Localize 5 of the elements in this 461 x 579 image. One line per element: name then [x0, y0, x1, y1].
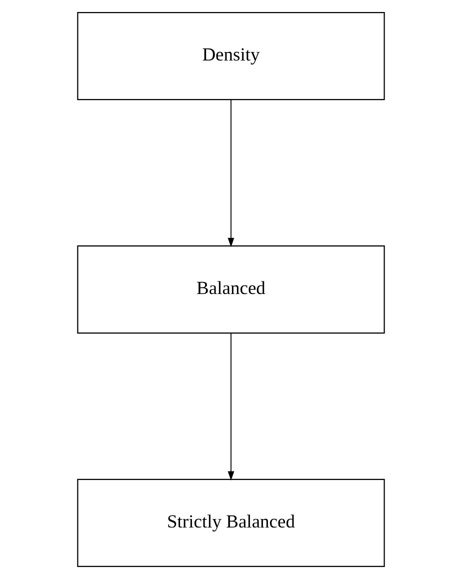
- node-box: Density: [76, 12, 384, 100]
- arrow: [227, 99, 234, 248]
- arrow: [227, 332, 234, 480]
- node-box: Strictly Balanced: [76, 478, 384, 567]
- node-box: Balanced: [76, 245, 384, 334]
